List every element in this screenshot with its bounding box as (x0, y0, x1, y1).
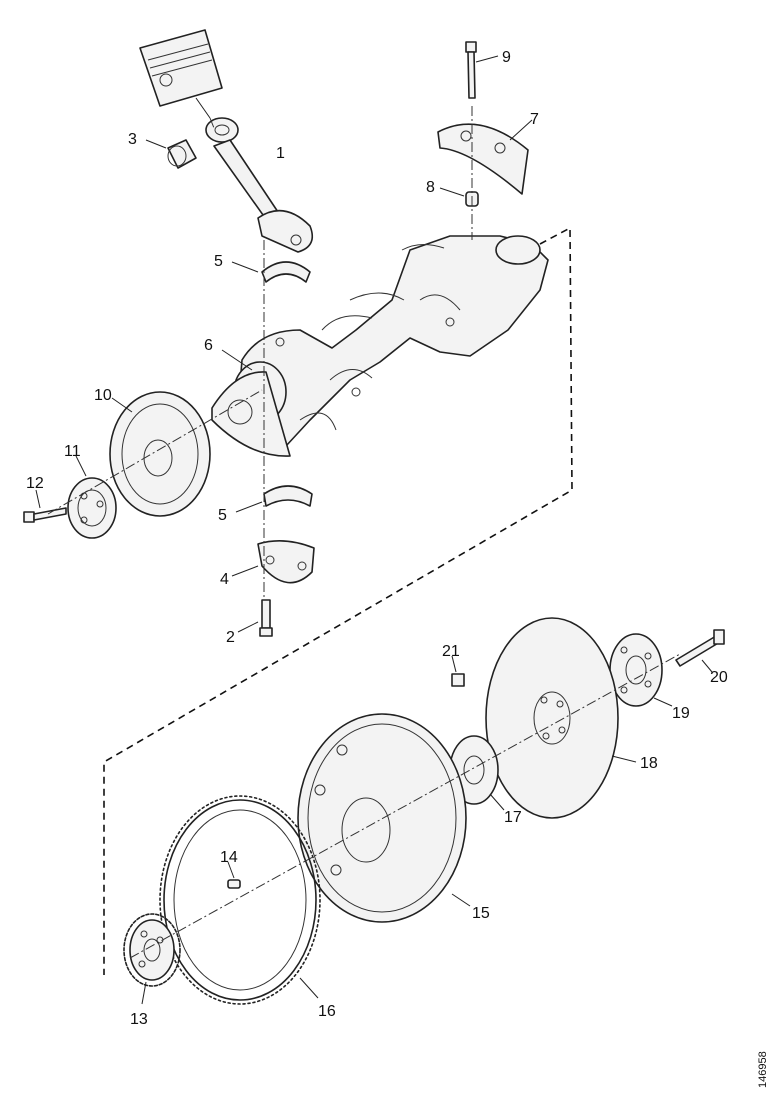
callout-5-lower: 5 (218, 507, 227, 524)
thrust-washer (211, 349, 291, 457)
lower-bearing-shell (235, 485, 313, 513)
callout-2: 2 (226, 629, 235, 646)
callout-18: 18 (640, 755, 658, 772)
callout-3: 3 (128, 131, 137, 148)
callout-19: 19 (672, 705, 690, 722)
connecting-rod-cap (231, 540, 315, 584)
callout-13: 13 (130, 1011, 148, 1028)
callout-16: 16 (318, 1003, 336, 1020)
ring-gear (159, 795, 321, 1005)
reinforcement-plate (609, 633, 673, 707)
connecting-rod (205, 117, 314, 253)
callout-9: 9 (502, 49, 511, 66)
callout-21: 21 (442, 643, 460, 660)
main-bearing-cap-bolt (465, 41, 499, 99)
flywheel-bolt (451, 655, 465, 687)
flexplate-bolt (675, 629, 725, 673)
callout-11: 11 (64, 443, 81, 460)
callout-5-upper: 5 (214, 253, 223, 270)
callout-10: 10 (94, 387, 112, 404)
callout-15: 15 (472, 905, 490, 922)
callout-1: 1 (276, 145, 285, 162)
callout-17: 17 (504, 809, 522, 826)
hub-bolt (23, 489, 67, 523)
figure-reference-code: 146958 (757, 1051, 769, 1088)
flexplate (485, 617, 637, 819)
vibration-damper (109, 391, 211, 517)
callout-7: 7 (530, 111, 539, 128)
crankshaft-gear (123, 913, 181, 1005)
upper-bearing-shell (231, 261, 311, 283)
flywheel (297, 713, 471, 923)
piston (139, 29, 223, 119)
callout-12: 12 (26, 475, 44, 492)
connecting-rod-bolt (237, 599, 273, 637)
crankshaft-hub (67, 455, 117, 539)
callout-4: 4 (220, 571, 229, 588)
dowel-pin (227, 861, 241, 889)
callout-20: 20 (710, 669, 728, 686)
callout-8: 8 (426, 179, 435, 196)
callout-6: 6 (204, 337, 213, 354)
main-bearing-cap (437, 119, 533, 195)
callout-14: 14 (220, 849, 238, 866)
small-end-bush (145, 139, 197, 169)
